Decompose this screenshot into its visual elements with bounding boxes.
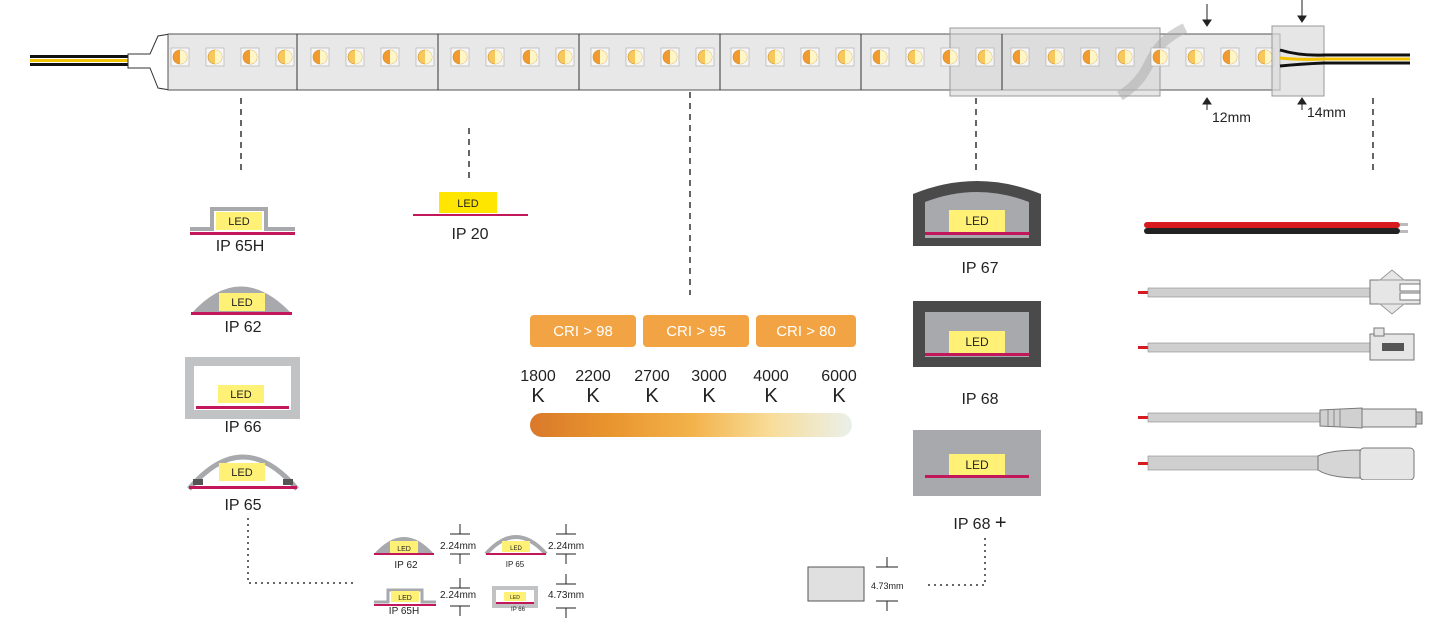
- dc-female-connector: [1138, 447, 1415, 480]
- dim-ip65h: 2.24mm: [440, 590, 477, 601]
- led-chip: [1185, 47, 1205, 67]
- ip65h-label: IP 65H: [215, 238, 265, 255]
- led-chip: [800, 47, 820, 67]
- ip68plus-profile: LED: [913, 430, 1041, 496]
- ip62-label: IP 62: [224, 319, 262, 336]
- color-temperature-gradient-bar: [530, 413, 852, 437]
- led-chip: [870, 47, 890, 67]
- led-chip: [730, 47, 750, 67]
- small-ip62-label: IP 62: [394, 560, 418, 571]
- ip65h-profile: LED: [190, 207, 295, 235]
- ip20-label: IP 20: [451, 226, 489, 243]
- plus-symbol: +: [994, 512, 1007, 534]
- dim-ip66: 4.73mm: [548, 590, 585, 601]
- cri-98-badge: CRI > 98: [530, 315, 636, 347]
- ip65-label: IP 65: [224, 497, 262, 514]
- led-chip: [905, 47, 925, 67]
- cri-95-badge: CRI > 95: [643, 315, 749, 347]
- led-chip: [660, 47, 680, 67]
- led-chip: [450, 47, 470, 67]
- led-label: LED: [965, 214, 989, 228]
- led-chip: [1010, 47, 1030, 67]
- led-label: LED: [965, 335, 989, 349]
- ip68plus-small-block: [807, 557, 898, 611]
- ip62-profile: LED: [191, 286, 292, 315]
- led-chip: [415, 47, 435, 67]
- led-chip: [310, 47, 330, 67]
- cable-connectors: [1138, 222, 1423, 480]
- led-chip: [1080, 47, 1100, 67]
- small-ip65h-label: IP 65H: [388, 606, 420, 617]
- small-profile-details: LED LED LED LED: [374, 524, 576, 618]
- ip68-profile: LED: [913, 301, 1041, 367]
- ip66-label: IP 66: [224, 419, 262, 436]
- dimension-14mm: 14mm: [1307, 104, 1346, 120]
- led-label: LED: [457, 198, 478, 210]
- led-chip: [1220, 47, 1240, 67]
- ip68-label: IP 68: [961, 391, 999, 408]
- led-chip: [1150, 47, 1170, 67]
- led-chip: [345, 47, 365, 67]
- led-chip: [1115, 47, 1135, 67]
- led-chip: [765, 47, 785, 67]
- dim-ip65: 2.24mm: [548, 541, 585, 552]
- small-ip65-label: IP 65: [505, 560, 525, 569]
- right-wire-leads: [1279, 48, 1410, 68]
- cri-80-badge: CRI > 80: [756, 315, 856, 347]
- jst-connector-female: [1138, 327, 1415, 361]
- led-chip: [380, 47, 400, 67]
- led-chip: [975, 47, 995, 67]
- jst-connector-male: [1138, 269, 1421, 315]
- small-ip66-label: IP 66: [511, 607, 525, 613]
- end-cap: [1271, 25, 1325, 97]
- ip20-profile: LED: [413, 192, 528, 216]
- led-strip-diagram: [30, 0, 1410, 110]
- led-chip: [1255, 47, 1275, 67]
- led-chip: [240, 47, 260, 67]
- ip65-profile: LED: [187, 454, 299, 491]
- led-chip: [520, 47, 540, 67]
- led-label: LED: [965, 458, 989, 472]
- led-label: LED: [230, 389, 251, 401]
- ip68plus-label: IP 68 +: [953, 512, 1007, 534]
- led-chip: [590, 47, 610, 67]
- twin-wire-cable: [1144, 222, 1408, 234]
- led-label: LED: [231, 467, 252, 479]
- led-chip: [1045, 47, 1065, 67]
- led-chip: [555, 47, 575, 67]
- led-chip-row: [170, 47, 1275, 67]
- led-chip: [485, 47, 505, 67]
- led-label: LED: [231, 297, 252, 309]
- dimension-12mm: 12mm: [1212, 109, 1251, 125]
- led-label: LED: [228, 216, 249, 228]
- svg-text:LED: LED: [397, 546, 411, 553]
- led-chip: [835, 47, 855, 67]
- led-chip: [940, 47, 960, 67]
- led-chip: [695, 47, 715, 67]
- led-chip: [205, 47, 225, 67]
- ip66-profile: LED: [185, 357, 300, 419]
- led-chip: [275, 47, 295, 67]
- svg-text:LED: LED: [510, 546, 522, 552]
- svg-text:LED: LED: [510, 595, 520, 601]
- svg-text:LED: LED: [398, 595, 412, 602]
- ip67-label: IP 67: [961, 260, 999, 277]
- led-chip: [170, 47, 190, 67]
- dc-male-connector: [1138, 407, 1423, 429]
- dim-ip68plus: 4.73mm: [871, 581, 904, 591]
- dim-ip62: 2.24mm: [440, 541, 477, 552]
- ip67-profile: LED: [913, 181, 1041, 246]
- dimension-arrows: [1202, 0, 1307, 110]
- led-chip: [625, 47, 645, 67]
